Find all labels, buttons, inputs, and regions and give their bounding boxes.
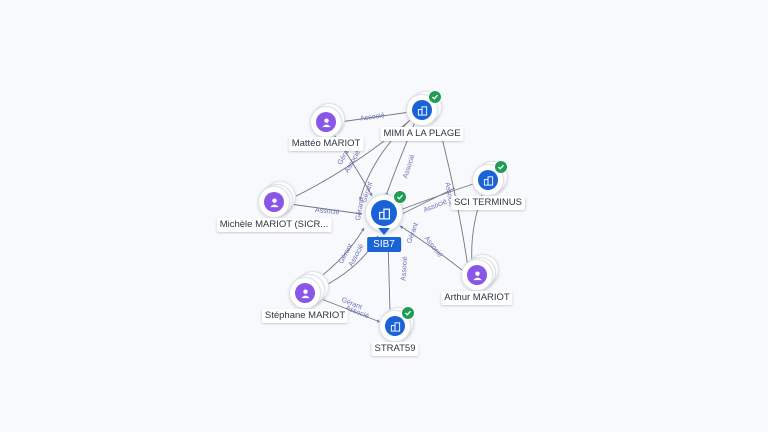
node-disc [461,259,493,291]
node-disc [472,160,508,196]
node-label: Stéphane MARIOT [261,309,349,323]
node-matteo-mariot[interactable] [310,103,345,138]
edge-label: Associé [315,207,340,217]
node-label: STRAT59 [371,342,419,356]
edge-label: Gérant [355,199,366,221]
node-arthur-mariot[interactable] [461,254,499,291]
building-icon [371,200,397,226]
node-mimi-a-la-plage[interactable] [406,90,442,126]
node-michele-mariot[interactable] [258,181,296,218]
node-label: Michèle MARIOT (SICR... [216,218,332,232]
node-disc [310,106,342,138]
node-strat59[interactable] [379,306,415,342]
edge-michele-sib7 [289,203,363,216]
edge-sib7-sci-b [397,187,456,217]
edge-label: Associé [360,112,385,122]
check-badge-icon [401,306,415,320]
node-disc [379,306,415,342]
building-icon [478,170,498,190]
node-disc [258,186,290,218]
user-icon [264,192,284,212]
check-badge-icon [494,160,508,174]
node-label: MIMI A LA PLAGE [380,127,464,141]
check-badge-icon [428,90,442,104]
edge-label: Associé [423,199,448,215]
user-icon [295,283,315,303]
user-icon [467,265,487,285]
node-sci-terminus[interactable] [472,160,508,196]
main-node-pin [365,190,407,235]
edge-label: Associé [423,235,444,259]
edge-matteo-mimi [339,110,411,123]
building-icon [385,316,405,336]
check-badge-icon [393,190,407,204]
edge-arthur-sib7 [399,225,463,271]
edge-label: Associé [402,154,416,180]
edge-strat59-sib7 [386,239,391,313]
building-icon [412,100,432,120]
node-disc [406,90,442,126]
pin-tip [378,228,390,235]
node-label: Arthur MARIOT [441,291,513,305]
edge-label: Associé [443,182,454,207]
main-node-label: SIB7 [367,237,401,252]
node-disc [289,277,321,309]
user-icon [316,112,336,132]
node-sib7-main[interactable] [365,190,407,235]
node-stephane-mariot[interactable] [289,271,329,309]
node-label: Mattéo MARIOT [288,137,364,151]
edge-label: Associé [400,256,409,281]
node-label: SCI TERMINUS [451,196,525,210]
edge-label: Gérant [406,222,420,245]
